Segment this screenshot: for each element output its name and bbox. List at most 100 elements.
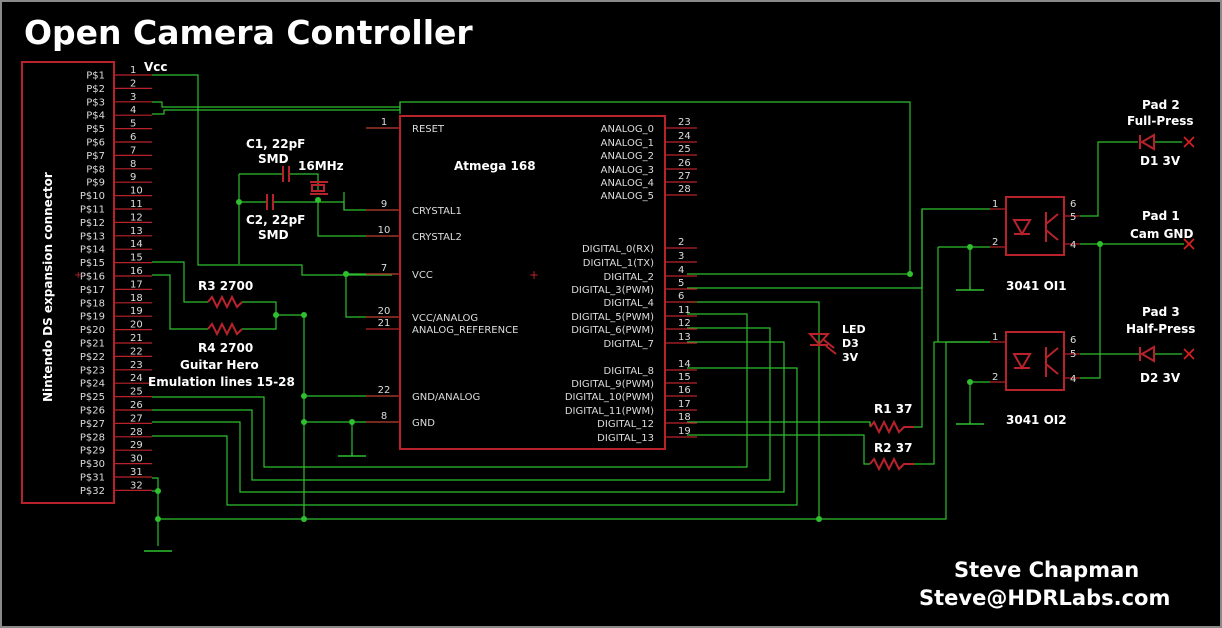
pad3-label-2: Half-Press <box>1126 322 1195 336</box>
connector-pin-number: 27 <box>130 413 143 424</box>
mcu-left-pin-number: 7 <box>381 263 387 274</box>
connector-pin-label: P$10 <box>80 191 105 202</box>
mcu-right-pin-number: 4 <box>678 265 684 276</box>
mcu-right-pin-number: 13 <box>678 332 691 343</box>
mcu-right-pin-number: 19 <box>678 426 691 437</box>
c1-capacitor <box>282 166 290 182</box>
oi1-pin5: 5 <box>1070 212 1076 223</box>
connector-pin-number: 21 <box>130 333 143 344</box>
author-email: Steve@HDRLabs.com <box>919 586 1170 610</box>
connector-pin-number: 16 <box>130 266 143 277</box>
mcu-left-pin-name: CRYSTAL1 <box>412 206 462 217</box>
connector-pin-label: P$29 <box>80 446 105 457</box>
pad2-label-1: Pad 2 <box>1142 98 1180 112</box>
mcu-right-pin-number: 6 <box>678 291 684 302</box>
connector-pin-label: P$6 <box>86 138 105 149</box>
mcu-left-pin-number: 8 <box>381 411 387 422</box>
oi2-pin1: 1 <box>992 332 998 343</box>
mcu-left-pin-number: 22 <box>378 385 391 396</box>
connector-pin-number: 8 <box>130 159 136 170</box>
connector-pin-number: 3 <box>130 92 136 103</box>
connector-pin-number: 6 <box>130 132 136 143</box>
oi1-pin6: 6 <box>1070 199 1076 210</box>
connector-pin-label: P$8 <box>86 164 105 175</box>
connector-pin-number: 23 <box>130 360 143 371</box>
connector-pin-label: P$19 <box>80 312 105 323</box>
guitar-note-line1: Guitar Hero <box>180 358 259 372</box>
mcu-right-pin-name: ANALOG_0 <box>601 124 654 135</box>
pad3-terminal <box>1183 348 1195 360</box>
mcu-left-pin-number: 1 <box>381 117 387 128</box>
connector-pin-number: 9 <box>130 172 136 183</box>
c1-sub: SMD <box>258 152 289 166</box>
connector-pin-label: P$25 <box>80 392 105 403</box>
connector-pin-label: P$11 <box>80 205 105 216</box>
connector-pin-number: 12 <box>130 212 143 223</box>
connector-pin-number: 24 <box>130 373 143 384</box>
mcu-right-pin-number: 5 <box>678 278 684 289</box>
connector-pin-number: 19 <box>130 306 143 317</box>
connector-pin-number: 31 <box>130 467 143 478</box>
mcu-right-pin-number: 27 <box>678 171 691 182</box>
connector-pin-number: 2 <box>130 78 136 89</box>
connector-pin-number: 4 <box>130 105 136 116</box>
mcu-right-pin-name: ANALOG_5 <box>601 191 654 202</box>
mcu-left-pin-name: VCC/ANALOG <box>412 313 478 324</box>
connector-pin-number: 17 <box>130 279 143 290</box>
mcu-right-pin-name: ANALOG_1 <box>601 138 654 149</box>
connector-pin-label: P$32 <box>80 486 105 497</box>
connector-pin-label: P$17 <box>80 285 105 296</box>
mcu-right-pin-number: 17 <box>678 399 691 410</box>
led-label-2: D3 <box>842 337 859 350</box>
connector-pin-label: P$14 <box>80 245 105 256</box>
connector-pin-number: 10 <box>130 186 143 197</box>
mcu-right-pin-name: DIGITAL_13 <box>597 433 654 444</box>
connector-pin-label: P$5 <box>86 124 105 135</box>
r1-resistor <box>869 419 914 435</box>
mcu-right-pins: 23ANALOG_024ANALOG_125ANALOG_226ANALOG_3… <box>565 117 697 444</box>
led-label-1: LED <box>842 323 866 336</box>
connector-pin-number: 5 <box>130 119 136 130</box>
mcu-left-pin-name: CRYSTAL2 <box>412 232 462 243</box>
mcu-right-pin-name: DIGITAL_9(PWM) <box>571 379 654 390</box>
c2-capacitor <box>266 194 274 210</box>
connector-origin-mark: + <box>74 270 82 281</box>
wires <box>152 74 1184 546</box>
connector-pin-label: P$9 <box>86 178 105 189</box>
connector-pin-label: P$7 <box>86 151 105 162</box>
connector-label: Nintendo DS expansion connector <box>41 172 55 402</box>
mcu-right-pin-number: 3 <box>678 251 684 262</box>
connector-pin-number: 1 <box>130 65 136 76</box>
crystal-16mhz <box>310 181 328 195</box>
connector-pin-number: 32 <box>130 480 143 491</box>
connector-pin-label: P$12 <box>80 218 105 229</box>
r3-resistor <box>207 294 243 310</box>
connector-pin-label: P$27 <box>80 419 105 430</box>
mcu-right-pin-number: 12 <box>678 318 691 329</box>
c2-sub: SMD <box>258 228 289 242</box>
mcu-right-pin-name: ANALOG_2 <box>601 151 654 162</box>
mcu-right-pin-number: 18 <box>678 412 691 423</box>
oi2-pin4: 4 <box>1070 374 1076 385</box>
pad1-terminal <box>1183 238 1195 250</box>
oi2-pin6: 6 <box>1070 335 1076 346</box>
r2-label: R2 37 <box>874 441 912 455</box>
mcu-right-pin-name: ANALOG_3 <box>601 165 654 176</box>
pad1-label-1: Pad 1 <box>1142 209 1180 223</box>
mcu-name: Atmega 168 <box>454 159 536 173</box>
r2-resistor <box>869 456 914 472</box>
r1-label: R1 37 <box>874 402 912 416</box>
mcu-right-pin-number: 24 <box>678 131 691 142</box>
mcu-left-pin-name: VCC <box>412 270 433 281</box>
mcu-right-pin-name: DIGITAL_10(PWM) <box>565 392 654 403</box>
connector-pin-number: 7 <box>130 145 136 156</box>
mcu-right-pin-number: 2 <box>678 237 684 248</box>
connector-pin-number: 13 <box>130 226 143 237</box>
pad2-terminal <box>1183 136 1195 148</box>
oi1-pin1: 1 <box>992 199 998 210</box>
ds-connector <box>21 61 115 504</box>
connector-pin-number: 18 <box>130 293 143 304</box>
connector-pin-label: P$13 <box>80 231 105 242</box>
mcu-right-pin-number: 28 <box>678 184 691 195</box>
